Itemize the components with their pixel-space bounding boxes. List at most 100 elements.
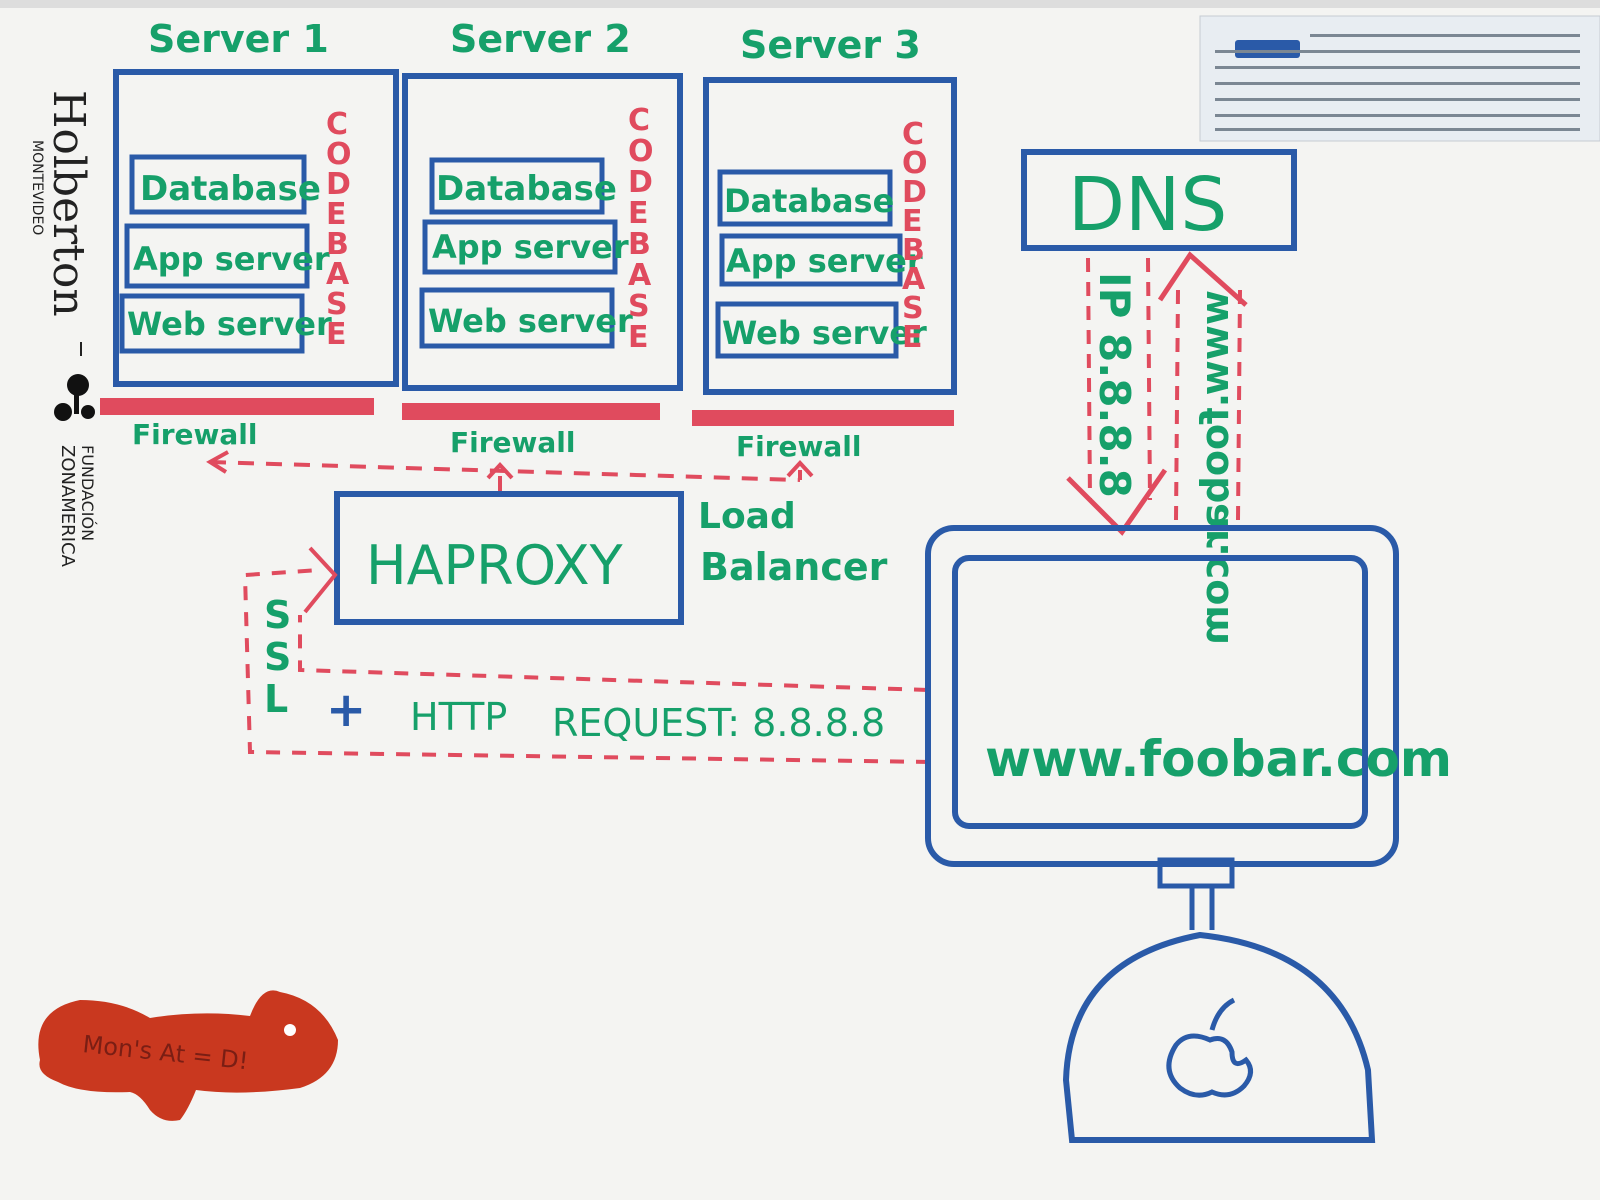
request-label: REQUEST: 8.8.8.8	[552, 701, 885, 745]
web-server-label: Web server	[428, 302, 633, 340]
query-arrowhead	[1157, 251, 1248, 307]
app-server-box	[719, 233, 903, 287]
monitor-screen	[952, 555, 1368, 829]
server-1: Server 1 Database App server Web server …	[100, 17, 399, 451]
ssl-letter: L	[264, 677, 288, 721]
request-path	[242, 568, 931, 764]
codebase-letter: O	[326, 137, 352, 172]
montevideo-text: MONTEVIDEO	[29, 140, 45, 235]
web-server-box	[119, 293, 305, 354]
dns-query-arrow: www.foobar.com	[1157, 251, 1248, 645]
firewall-bar	[402, 403, 660, 420]
codebase-letter: E	[628, 320, 649, 355]
zonamerica-logo	[54, 374, 95, 421]
codebase-letter: D	[902, 175, 927, 210]
app-server-box	[422, 219, 618, 275]
response-arrow-shaft	[1086, 257, 1152, 501]
codebase-letter: E	[628, 196, 649, 231]
codebase-letter: E	[902, 320, 923, 355]
codebase-letter: C	[628, 103, 650, 138]
codebase-letter: O	[902, 146, 928, 181]
branding: Holberton MONTEVIDEO FUNDACIÓN ZONAMERIC…	[29, 90, 97, 568]
database-label: Database	[436, 169, 617, 209]
codebase-letter: A	[628, 258, 652, 293]
app-server-box	[124, 223, 310, 289]
web-server-box	[419, 287, 615, 349]
sticky-label	[1199, 15, 1600, 142]
dns-server: DNS	[1021, 149, 1297, 251]
client-url: www.foobar.com	[985, 730, 1452, 788]
monitor-stem	[1189, 886, 1215, 930]
database-label: Database	[140, 169, 321, 209]
firewall-label: Firewall	[132, 418, 257, 451]
response-arrowhead	[1066, 468, 1168, 536]
arrowhead-server-1	[206, 450, 229, 474]
dns-label: DNS	[1068, 162, 1227, 248]
holberton-logo-text: Holberton	[43, 90, 94, 317]
codebase-letter: D	[326, 167, 351, 202]
codebase-letter: A	[326, 257, 350, 292]
codebase-letter: S	[628, 289, 650, 324]
board-top-edge	[0, 0, 1600, 8]
dns-response-arrow: IP 8.8.8.8	[1066, 257, 1168, 536]
app-server-label: App server	[432, 228, 629, 266]
load-balancer-caption-2: Balancer	[700, 545, 888, 589]
codebase-letter: E	[326, 317, 347, 352]
database-box	[129, 154, 307, 215]
dns-box	[1021, 149, 1297, 251]
codebase-letter: E	[902, 204, 923, 239]
firewall-label: Firewall	[450, 426, 575, 459]
server-2: Server 2 Database App server Web server …	[402, 17, 683, 459]
server-box	[113, 69, 399, 387]
monitor-neck	[1157, 857, 1235, 889]
ssl-letter: S	[264, 593, 291, 637]
arrowhead-server-3	[786, 460, 814, 478]
outer-request-loop	[242, 568, 931, 764]
web-server-box	[715, 301, 899, 359]
client-computer: www.foobar.com	[925, 525, 1452, 1143]
haproxy-entry-arrow	[303, 546, 338, 614]
load-balancer: HAPROXY Load Balancer	[334, 491, 888, 625]
database-box	[429, 157, 605, 215]
ssl-letter: S	[264, 635, 291, 679]
load-balancer-links	[209, 460, 802, 492]
inner-request-loop	[298, 615, 929, 692]
server-title: Server 2	[450, 17, 631, 61]
http-label: HTTP	[410, 695, 507, 739]
ssl-label: SSL	[264, 593, 291, 721]
app-server-label: App server	[133, 240, 330, 278]
sticker: Mon's At = D!	[38, 990, 338, 1121]
server-box	[703, 77, 957, 395]
monitor-frame	[925, 525, 1399, 867]
codebase-letter: S	[902, 291, 924, 326]
firewall-label: Firewall	[736, 430, 861, 463]
database-box	[717, 169, 893, 227]
haproxy-box	[334, 491, 684, 625]
apple-icon	[1166, 997, 1253, 1098]
codebase-letter: D	[628, 165, 653, 200]
branding-separator	[80, 342, 82, 356]
codebase-letter: O	[628, 134, 654, 169]
codebase-letter: B	[902, 233, 925, 268]
load-balancer-caption-1: Load	[698, 496, 796, 537]
server-3: Server 3 Database App server Web server …	[692, 23, 957, 463]
firewall-bar	[100, 398, 374, 415]
computer-base	[1062, 931, 1376, 1143]
distribution-arrowheads	[206, 450, 814, 480]
haproxy-label: HAPROXY	[366, 534, 624, 597]
server-title: Server 3	[740, 23, 921, 67]
codebase-letter: E	[326, 197, 347, 232]
sticker-shape	[38, 990, 338, 1121]
web-server-label: Web server	[722, 314, 927, 352]
codebase-letter: B	[326, 227, 349, 262]
codebase-letter: C	[902, 117, 924, 152]
codebase-letter: C	[326, 107, 348, 142]
firewall-bar	[692, 410, 954, 426]
codebase-letter: B	[628, 227, 651, 262]
sticker-eye	[284, 1024, 296, 1036]
codebase-letter: S	[326, 287, 348, 322]
